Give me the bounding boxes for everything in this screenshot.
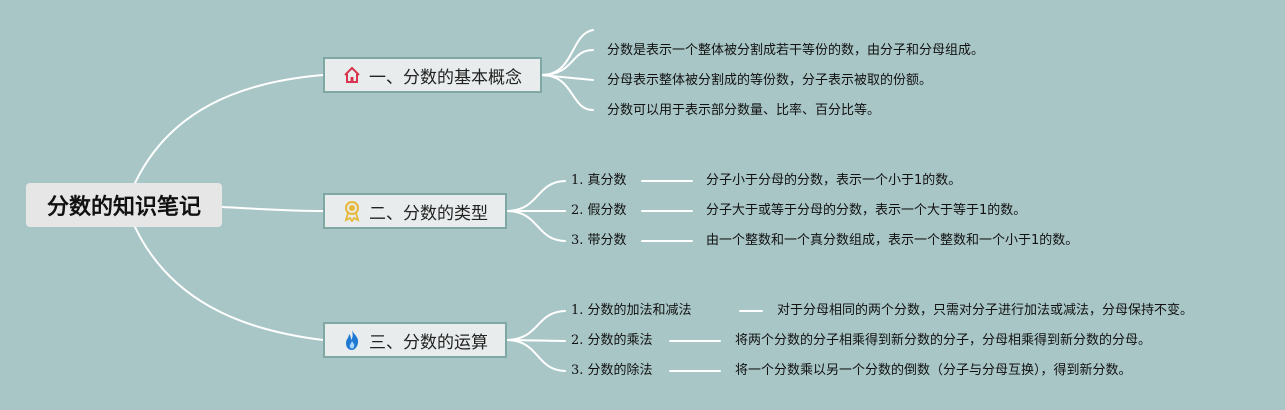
type-desc-3: 由一个整数和一个真分数组成，表示一个整数和一个小于1的数。 bbox=[706, 233, 1079, 248]
op-desc-1: 对于分母相同的两个分数，只需对分子进行加法或减法，分母保持不变。 bbox=[777, 303, 1194, 318]
note-basic-2: 分母表示整体被分割成的等份数，分子表示被取的份额。 bbox=[607, 73, 933, 88]
house-icon bbox=[341, 64, 363, 86]
branch-title: 二、分数的类型 bbox=[369, 203, 488, 224]
op-desc-3: 将一个分数乘以另一个分数的倒数（分子与分母互换），得到新分数。 bbox=[735, 363, 1132, 378]
type-label-3: 3. 带分数 bbox=[571, 233, 627, 248]
root-title: 分数的知识笔记 bbox=[46, 195, 201, 220]
branch-types[interactable]: 二、分数的类型 bbox=[323, 193, 507, 229]
type-label-1: 1. 真分数 bbox=[571, 173, 627, 188]
type-desc-2: 分子大于或等于分母的分数，表示一个大于等于1的数。 bbox=[706, 203, 1027, 218]
branch-title: 三、分数的运算 bbox=[369, 332, 488, 353]
type-desc-1: 分子小于分母的分数，表示一个小于1的数。 bbox=[706, 173, 962, 188]
branch-title: 一、分数的基本概念 bbox=[369, 67, 522, 88]
op-label-3: 3. 分数的除法 bbox=[571, 363, 653, 378]
award-icon bbox=[341, 200, 363, 222]
op-label-1: 1. 分数的加法和减法 bbox=[571, 303, 692, 318]
root-node[interactable]: 分数的知识笔记 bbox=[26, 183, 222, 227]
type-label-2: 2. 假分数 bbox=[571, 203, 627, 218]
branch-operations[interactable]: 三、分数的运算 bbox=[323, 322, 507, 358]
fire-icon bbox=[341, 329, 363, 351]
branch-basic-concepts[interactable]: 一、分数的基本概念 bbox=[323, 57, 542, 93]
op-desc-2: 将两个分数的分子相乘得到新分数的分子，分母相乘得到新分数的分母。 bbox=[735, 333, 1152, 348]
note-basic-3: 分数可以用于表示部分数量、比率、百分比等。 bbox=[607, 103, 881, 118]
op-label-2: 2. 分数的乘法 bbox=[571, 333, 653, 348]
note-basic-1: 分数是表示一个整体被分割成若干等份的数，由分子和分母组成。 bbox=[607, 43, 985, 58]
